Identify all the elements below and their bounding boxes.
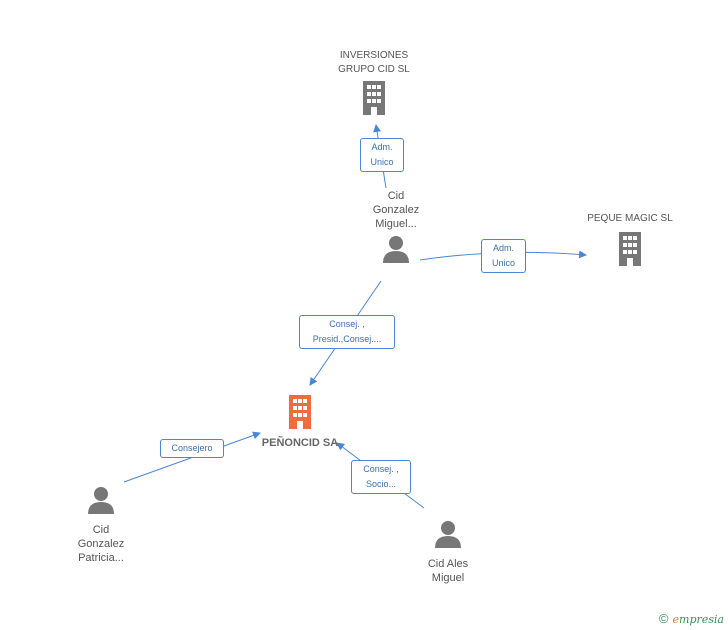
brand-logo: empresia [673, 613, 724, 626]
person-icon [435, 521, 461, 548]
brand-rest: mpresia [679, 613, 724, 626]
node-penoncid[interactable]: PEÑONCID SA [250, 395, 350, 450]
building-icon [289, 395, 311, 429]
node-label: Cid Gonzalez Patricia... [77, 524, 125, 564]
edge-label-consej-socio: Consej. , Socio... [351, 460, 411, 494]
building-icon [619, 232, 641, 266]
node-peque-magic[interactable]: PEQUE MAGIC SL [572, 212, 688, 271]
brand-first: e [672, 613, 680, 626]
node-cid-gonzalez-patricia[interactable]: Cid Gonzalez Patricia... [56, 486, 146, 565]
building-icon [363, 81, 385, 115]
node-label: PEQUE MAGIC SL [587, 213, 673, 224]
edge-label-adm-unico-peque: Adm. Unico [481, 239, 526, 273]
node-label: Cid Ales Miguel [427, 558, 469, 584]
edge-label-consejero: Consejero [160, 439, 224, 458]
node-cid-ales-miguel[interactable]: Cid Ales Miguel [403, 520, 493, 585]
person-icon [88, 487, 114, 514]
edge-label-adm-unico-inversiones: Adm. Unico [360, 138, 404, 172]
person-icon [383, 236, 409, 263]
node-inversiones-grupo-cid[interactable]: INVERSIONES GRUPO CID SL [318, 49, 430, 120]
empresia-watermark: ©empresia [659, 611, 724, 626]
copyright-symbol: © [658, 611, 669, 626]
node-label: INVERSIONES GRUPO CID SL [338, 50, 410, 75]
edge-label-consej-presid: Consej. , Presid.,Consej.... [299, 315, 395, 349]
node-label: Cid Gonzalez Miguel... [372, 190, 420, 230]
node-cid-gonzalez-miguel[interactable]: Cid Gonzalez Miguel... [351, 189, 441, 268]
node-label: PEÑONCID SA [261, 437, 339, 449]
